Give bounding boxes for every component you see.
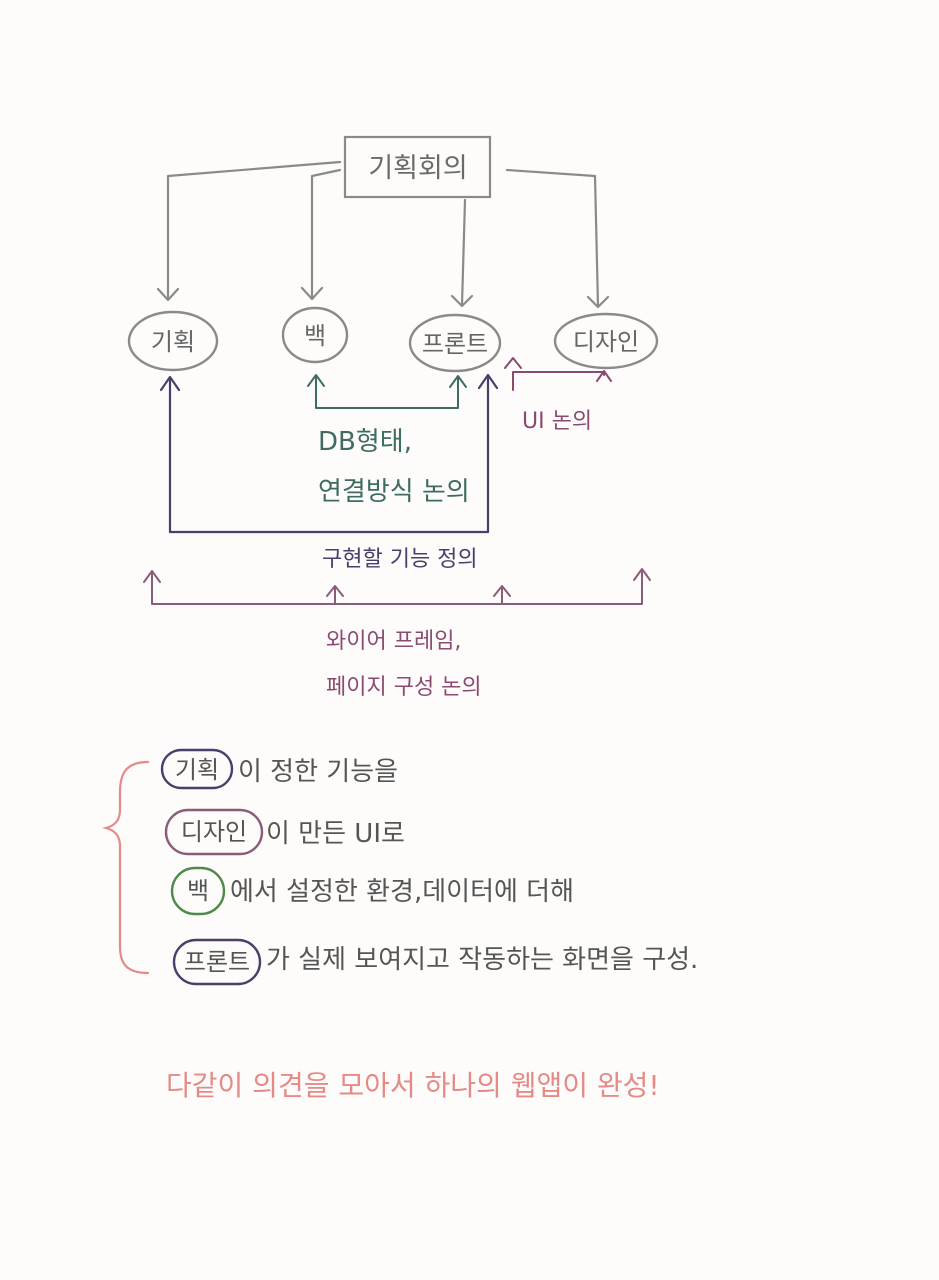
- db-discussion-line1: DB형태,: [318, 427, 412, 457]
- back-node-ellipse: [281, 306, 349, 364]
- conclusion-text: 다같이 의견을 모아서 하나의 웹앱이 완성!: [166, 1069, 660, 1102]
- ui-discussion-arrow: [504, 357, 612, 391]
- summary-item-front: 프론트 가 실제 보여지고 작동하는 화면을 구성.: [172, 938, 698, 986]
- arrow-meeting-to-front: [460, 198, 467, 307]
- arrow-meeting-to-planning: [166, 160, 342, 300]
- summary-item-back: 백 에서 설정한 환경,데이터에 더해: [170, 866, 574, 916]
- summary-tag-design: 디자인: [181, 818, 247, 846]
- design-node-ellipse: [553, 312, 659, 370]
- wireframe-arrow: [143, 568, 651, 605]
- summary-text-back: 에서 설정한 환경,데이터에 더해: [230, 877, 574, 907]
- summary-tag-back: 백: [187, 877, 209, 905]
- wireframe-line2: 페이지 구성 논의: [326, 675, 482, 700]
- summary-text-planning: 이 정한 기능을: [238, 757, 398, 787]
- summary-tag-design-outline: [164, 808, 264, 856]
- front-node-ellipse: [408, 313, 502, 373]
- summary-item-planning: 기획 이 정한 기능을: [160, 748, 398, 790]
- summary-tag-front-outline: [172, 938, 262, 986]
- feature-definition-label: 구현할 기능 정의: [322, 547, 478, 572]
- summary-text-design: 이 만든 UI로: [266, 819, 405, 849]
- design-node-label: 디자인: [573, 328, 639, 356]
- role-nodes: [127, 306, 659, 373]
- summary-list: 기획 이 정한 기능을 디자인 이 만든 UI로 백 에서 설정한 환경,데이터…: [160, 748, 698, 986]
- meeting-box: [343, 135, 492, 199]
- planning-node-label: 기획: [151, 328, 195, 356]
- db-discussion-arrow: [307, 374, 467, 409]
- front-node-label: 프론트: [422, 330, 488, 358]
- arrow-meeting-to-back: [310, 168, 342, 300]
- summary-tag-planning-outline: [160, 748, 234, 790]
- summary-tag-front: 프론트: [184, 948, 250, 976]
- wireframe-line1: 와이어 프레임,: [326, 629, 461, 654]
- ui-discussion-label: UI 논의: [522, 409, 592, 434]
- back-node-label: 백: [304, 322, 326, 350]
- meeting-arrows: [156, 160, 610, 309]
- summary-tag-planning: 기획: [175, 756, 219, 784]
- summary-tag-back-outline: [170, 866, 226, 916]
- meeting-label: 기획회의: [368, 153, 467, 184]
- summary-item-design: 디자인 이 만든 UI로: [164, 808, 405, 856]
- db-discussion-line2: 연결방식 논의: [318, 477, 470, 507]
- planning-node-ellipse: [127, 310, 219, 372]
- arrow-meeting-to-design: [505, 168, 600, 308]
- summary-text-front: 가 실제 보여지고 작동하는 화면을 구성.: [266, 945, 698, 975]
- feature-definition-arrow: [159, 373, 499, 534]
- summary-brace: [101, 760, 150, 975]
